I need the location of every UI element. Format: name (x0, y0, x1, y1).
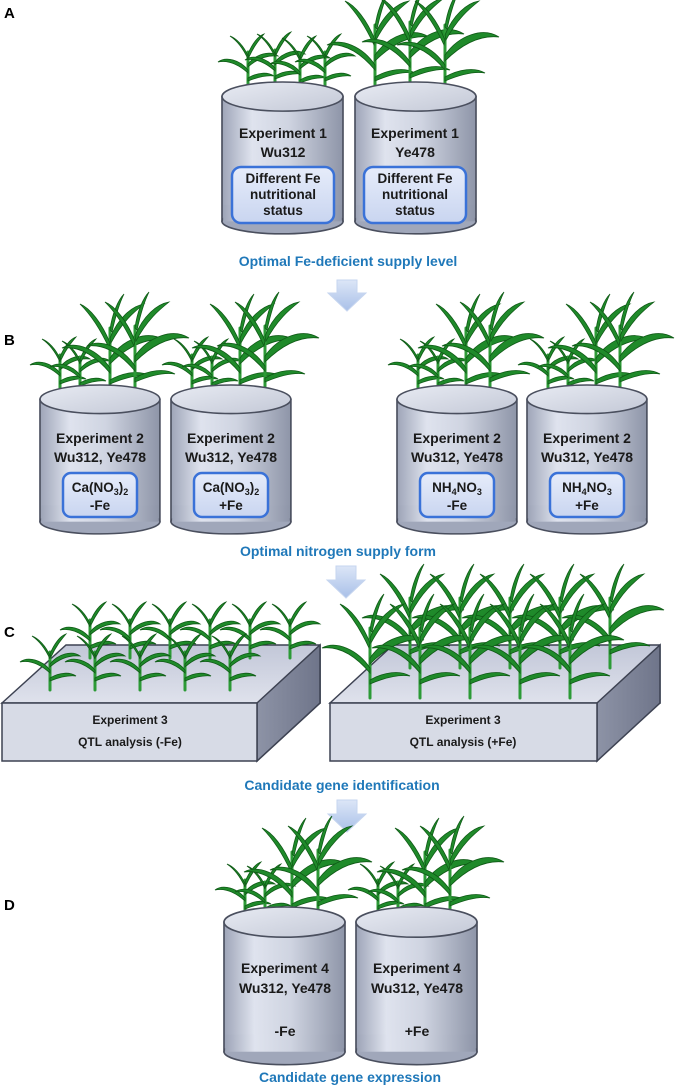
pot-b4-chem: NH4NO3 (562, 480, 612, 497)
pot-d1-treat: -Fe (275, 1023, 296, 1039)
pot-b3-line2: Wu312, Ye478 (411, 449, 503, 465)
plants-d (213, 814, 506, 924)
pot-b3-label-box (418, 471, 496, 519)
pot-a1-box-line2: nutritional (250, 187, 316, 202)
step-label-c: Candidate gene identification (244, 777, 439, 793)
pot-a2-box-line3: status (395, 203, 435, 218)
plants-a-right (325, 0, 501, 97)
pot-b1-chem: Ca(NO3)2 (72, 480, 129, 497)
plants-b (28, 290, 675, 400)
pot-a2-label-box (362, 165, 468, 225)
tray-c1-line2: QTL analysis (-Fe) (78, 735, 182, 749)
pot-b1-label-box (61, 471, 139, 519)
arrow-down-icon (325, 565, 367, 599)
pot-a1-box-line1: Different Fe (245, 171, 321, 186)
tray-c2-line1: Experiment 3 (425, 713, 501, 727)
pot-d2-treat: +Fe (405, 1023, 430, 1039)
pot-a2-line1: Experiment 1 (371, 125, 459, 141)
pot-b4-label-box (548, 471, 626, 519)
pot-d2-line2: Wu312, Ye478 (371, 980, 463, 996)
pot-a2-box-line1: Different Fe (377, 171, 453, 186)
arrow-down-icon (326, 799, 368, 833)
pot-d1-line1: Experiment 4 (241, 960, 329, 976)
step-label-a: Optimal Fe-deficient supply level (239, 253, 458, 269)
pot-b3-labels: Experiment 2 Wu312, Ye478 NH4NO3 -Fe (411, 430, 503, 519)
pot-a1-box-line3: status (263, 203, 303, 218)
pot-b3-chem: NH4NO3 (432, 480, 482, 497)
pot-a1-line1: Experiment 1 (239, 125, 327, 141)
pot-d1-line2: Wu312, Ye478 (239, 980, 331, 996)
pot-b4-line1: Experiment 2 (543, 430, 631, 446)
pot-a2-box-line2: nutritional (382, 187, 448, 202)
pot-b2-chem: Ca(NO3)2 (203, 480, 260, 497)
pot-b1-labels: Experiment 2 Wu312, Ye478 Ca(NO3)2 -Fe (54, 430, 146, 519)
pot-b2-line1: Experiment 2 (187, 430, 275, 446)
panel-letter-b: B (4, 332, 15, 349)
pot-a2-line2: Ye478 (395, 144, 435, 160)
step-label-b: Optimal nitrogen supply form (240, 543, 436, 559)
pot-b2-label-box (192, 471, 270, 519)
pot-b3-line1: Experiment 2 (413, 430, 501, 446)
pot-b2-treat: +Fe (219, 498, 243, 513)
tray-c1-line1: Experiment 3 (92, 713, 168, 727)
tray-c2-line2: QTL analysis (+Fe) (410, 735, 517, 749)
pot-b4-line2: Wu312, Ye478 (541, 449, 633, 465)
step-label-d: Candidate gene expression (259, 1069, 441, 1085)
pot-a1-line2: Wu312 (261, 144, 306, 160)
pot-b2-labels: Experiment 2 Wu312, Ye478 Ca(NO3)2 +Fe (185, 430, 277, 519)
panel-letter-d: D (4, 897, 15, 914)
pot-b3-treat: -Fe (447, 498, 468, 513)
pot-d2-line1: Experiment 4 (373, 960, 461, 976)
pot-b1-treat: -Fe (90, 498, 111, 513)
pot-b4-treat: +Fe (575, 498, 599, 513)
panel-letter-a: A (4, 5, 15, 22)
pot-b2-line2: Wu312, Ye478 (185, 449, 277, 465)
panel-letter-c: C (4, 624, 15, 641)
pot-b1-line1: Experiment 2 (56, 430, 144, 446)
pot-a1-label-box (230, 165, 336, 225)
pot-b4-labels: Experiment 2 Wu312, Ye478 NH4NO3 +Fe (541, 430, 633, 519)
pot-b1-line2: Wu312, Ye478 (54, 449, 146, 465)
arrow-down-icon (326, 279, 368, 312)
